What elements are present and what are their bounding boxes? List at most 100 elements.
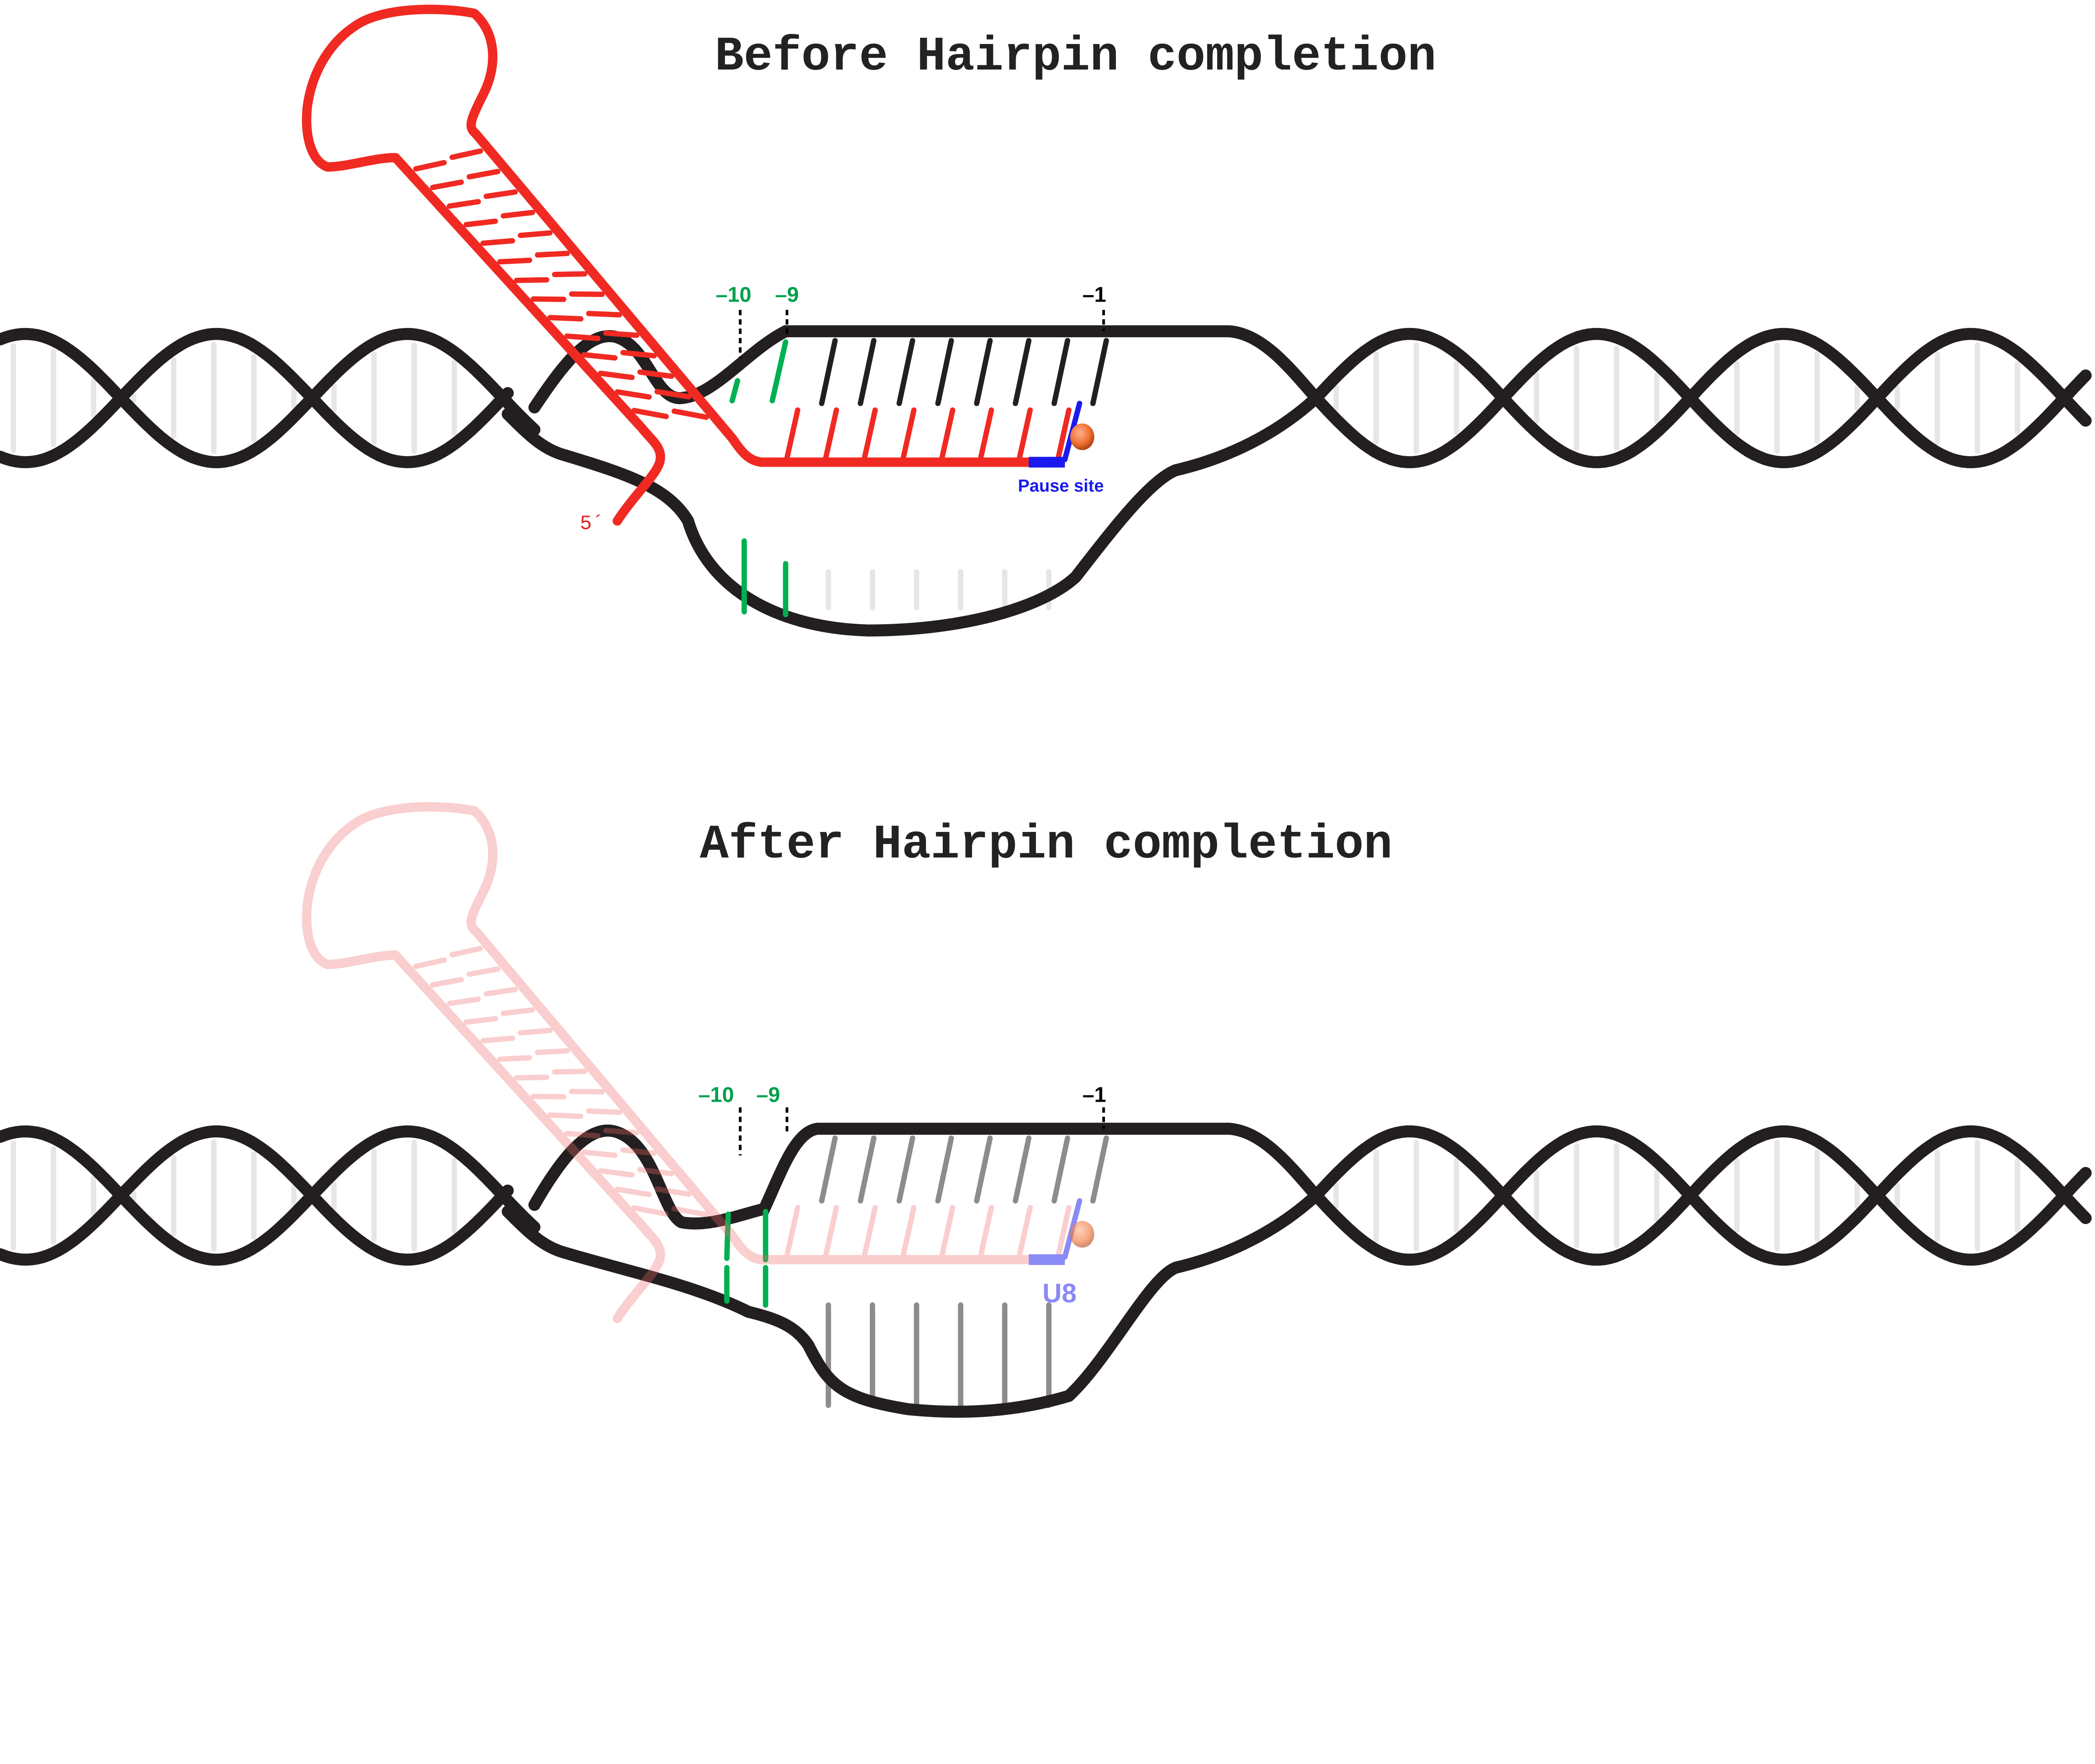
template-base: [858, 338, 877, 406]
rna-base: [823, 407, 839, 461]
hairpin-base: [517, 1028, 553, 1036]
panel-title: Before Hairpin completion: [715, 30, 1436, 84]
hairpin-base: [586, 1108, 622, 1115]
pause-site-label: U8: [1042, 1278, 1077, 1308]
rna-base: [784, 407, 801, 461]
hairpin-base: [484, 987, 518, 997]
template-base: [819, 338, 838, 406]
hairpin-base: [547, 315, 584, 322]
hairpin-base: [564, 1131, 601, 1139]
template-base-minus10: [724, 1211, 731, 1261]
rna-base: [900, 407, 917, 461]
template-base: [1090, 338, 1109, 406]
hairpin-base: [654, 389, 692, 400]
hairpin-base: [484, 189, 518, 199]
hairpin-base: [671, 408, 709, 420]
pause-site-nucleotide: [1029, 457, 1065, 468]
template-base: [1051, 1135, 1071, 1204]
template-base: [896, 338, 916, 406]
hairpin-base: [620, 350, 657, 359]
template-base: [819, 1135, 838, 1204]
template-base: [896, 1135, 916, 1204]
hairpin-base: [463, 218, 498, 227]
rna-base: [939, 407, 955, 461]
dna-strand-downstream-a: [1310, 1125, 2092, 1266]
hairpin-base: [637, 1167, 674, 1177]
rna-base: [978, 407, 994, 461]
pause-site-nucleotide: [1029, 1254, 1065, 1265]
hairpin-base: [535, 1048, 570, 1055]
hairpin-base: [671, 1206, 709, 1217]
hairpin-base: [497, 257, 533, 265]
hairpin-base: [597, 370, 635, 380]
hairpin-base: [631, 408, 669, 419]
hairpin-base: [463, 1016, 498, 1025]
template-base: [1013, 1135, 1032, 1204]
rna-base: [823, 1205, 839, 1258]
template-base: [858, 1135, 877, 1204]
rna-transcript: [302, 802, 1072, 1323]
template-base: [935, 338, 954, 406]
template-base: [935, 1135, 954, 1204]
rna-backbone: [302, 5, 1034, 526]
hairpin-base: [413, 957, 447, 969]
active-site-metal-ion: [1070, 1221, 1094, 1248]
label-minus9: –9: [756, 1083, 780, 1107]
label-minus1: –1: [1082, 283, 1106, 307]
hairpin-base: [501, 1007, 535, 1016]
rna-base: [900, 1205, 917, 1258]
hairpin-base: [637, 369, 674, 379]
position-leader-lines: [739, 1107, 1105, 1156]
position-leader-lines: [739, 310, 1105, 358]
dna-strand-downstream-b: [1310, 328, 2092, 468]
template-base: [974, 338, 993, 406]
template-base: [974, 1135, 993, 1204]
label-minus9: –9: [775, 283, 799, 307]
hairpin-base: [631, 1205, 669, 1217]
template-strand: [528, 1123, 1322, 1229]
template-base: [1051, 338, 1071, 406]
hairpin-base: [447, 199, 481, 209]
nontemplate-strand: [502, 392, 1322, 637]
hairpin-base: [614, 1186, 652, 1197]
panel-title: After Hairpin completion: [700, 818, 1392, 872]
rna-base: [1016, 407, 1033, 461]
dna-strand-upstream-a: [0, 328, 541, 468]
hairpin-base: [501, 209, 535, 219]
hairpin-base: [654, 1186, 692, 1197]
rna-base: [939, 1205, 955, 1258]
active-site-metal-ion: [1070, 423, 1094, 450]
hairpin-base: [449, 148, 483, 160]
hairpin-base: [514, 1074, 549, 1081]
label-minus1: –1: [1082, 1083, 1106, 1107]
hairpin-base: [597, 1168, 635, 1178]
hairpin-base: [564, 333, 601, 341]
hairpin-base: [466, 169, 501, 180]
pause-site-label: Pause site: [1018, 475, 1104, 495]
hairpin-base: [552, 1069, 587, 1075]
hairpin-base: [535, 251, 570, 258]
hairpin-base: [581, 352, 618, 361]
template-base-minus9: [769, 339, 789, 404]
dna-strand-downstream-a: [1310, 328, 2092, 468]
hairpin-base: [466, 966, 501, 977]
dna-strand-downstream-b: [1310, 1125, 2092, 1266]
dna-strand-upstream-b: [0, 1125, 514, 1266]
nontemplate-strand: [502, 1189, 1322, 1418]
rna-base: [784, 1205, 801, 1258]
hairpin-base: [620, 1147, 657, 1156]
hairpin-base: [586, 311, 622, 318]
rna-base: [1055, 1205, 1072, 1258]
hairpin-base: [480, 238, 515, 246]
hairpin-base: [430, 179, 464, 190]
hairpin-base: [581, 1149, 618, 1158]
rna-transcript: [302, 5, 1072, 526]
template-base-minus10: [729, 378, 740, 404]
rna-base: [1055, 407, 1072, 461]
hairpin-base: [530, 296, 566, 302]
hairpin-base: [614, 389, 652, 400]
hairpin-base: [497, 1055, 533, 1062]
